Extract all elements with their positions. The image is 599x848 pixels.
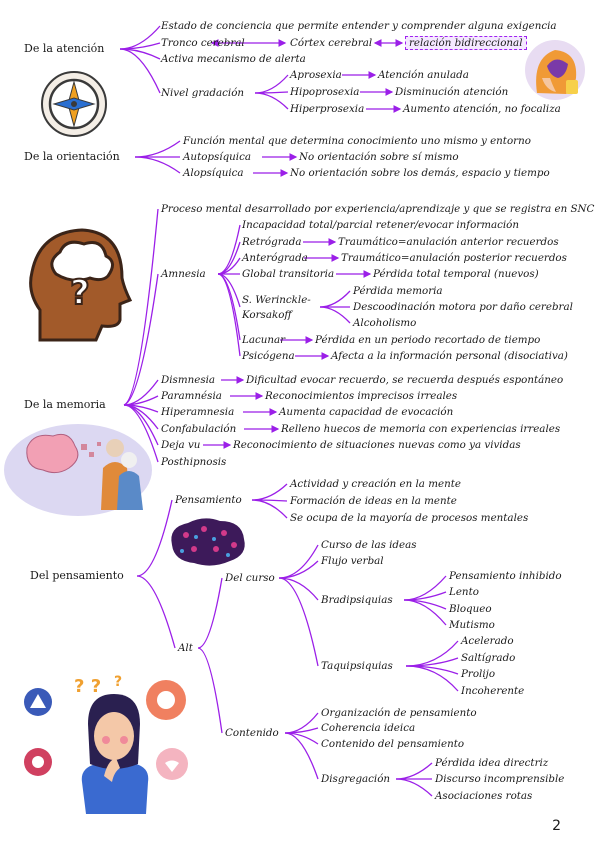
sindrome-wk-1: S. Werinckle- xyxy=(242,294,311,306)
page-number: 2 xyxy=(552,818,561,834)
hipoprosexia-desc: Disminución atención xyxy=(395,86,509,98)
taquipsiquias: Taquipsiquias xyxy=(321,660,393,672)
amnesia: Amnesia xyxy=(161,268,206,280)
memoria-def: Proceso mental desarrollado por experien… xyxy=(161,203,595,215)
hiperprosexia-desc: Aumento atención, no focaliza xyxy=(403,103,561,115)
global-desc: Pérdida total temporal (nuevos) xyxy=(373,268,539,280)
bradi-2: Lento xyxy=(449,586,479,598)
curso-2: Flujo verbal xyxy=(321,555,384,567)
lacunar: Lacunar xyxy=(242,334,286,346)
deja-vu: Deja vu xyxy=(161,439,201,451)
head-puzzle-icon xyxy=(525,40,585,100)
confabulacion: Confabulación xyxy=(161,423,237,435)
cortex-cerebral: Córtex cerebral xyxy=(290,37,373,49)
taqui-2: Saltígrado xyxy=(461,652,516,664)
disgregacion: Disgregación xyxy=(321,773,391,785)
global-transitoria: Global transitoria xyxy=(242,268,335,280)
alt-label: Alt xyxy=(178,642,193,654)
lacunar-desc: Pérdida en un periodo recortado de tiemp… xyxy=(315,334,541,346)
svg-text:?: ? xyxy=(70,273,90,313)
compass-icon xyxy=(41,71,107,137)
wk-a: Pérdida memoria xyxy=(353,285,443,297)
atencion-title: De la atención xyxy=(24,42,105,55)
amnesia-def: Incapacidad total/parcial retener/evocar… xyxy=(242,219,520,231)
bradi-4: Mutismo xyxy=(449,619,495,631)
taqui-4: Incoherente xyxy=(461,685,525,697)
head-question-icon: ? xyxy=(29,228,132,342)
dismnesia: Dismnesia xyxy=(161,374,216,386)
bradi-3: Bloqueo xyxy=(449,603,492,615)
retrograda-desc: Traumático=anulación anterior recuerdos xyxy=(338,236,559,248)
deja-vu-desc: Reconocimiento de situaciones nuevas com… xyxy=(233,439,521,451)
alopsiquica-desc: No orientación sobre los demás, espacio … xyxy=(290,167,550,179)
aprosexia-desc: Atención anulada xyxy=(378,69,469,81)
hiperamnesia-desc: Aumenta capacidad de evocación xyxy=(279,406,454,418)
alopsiquica: Alopsíquica xyxy=(183,167,244,179)
disg-1: Pérdida idea directriz xyxy=(435,757,549,769)
bradipsiquias: Bradipsiquias xyxy=(321,594,393,606)
anterograda: Anterógrada xyxy=(242,252,308,264)
disg-3: Asociaciones rotas xyxy=(435,790,533,802)
autopsiquica-desc: No orientación sobre sí mismo xyxy=(299,151,459,163)
svg-text:?: ? xyxy=(114,674,122,690)
orientacion-title: De la orientación xyxy=(24,150,120,163)
wk-b: Descoodinación motora por daño cerebral xyxy=(353,301,573,313)
relacion-bidireccional: relación bidireccional xyxy=(405,36,527,50)
taqui-3: Prolijo xyxy=(461,668,496,680)
brain-icon xyxy=(171,518,245,566)
anterograda-desc: Traumático=anulación posterior recuerdos xyxy=(341,252,567,264)
contenido-1: Organización de pensamiento xyxy=(321,707,477,719)
memoria-title: De la memoria xyxy=(24,398,106,411)
paramnesia: Paramnésia xyxy=(161,390,222,402)
nivel-gradacion: Nivel gradación xyxy=(161,87,245,99)
wk-c: Alcoholismo xyxy=(353,317,417,329)
hipoprosexia: Hipoprosexia xyxy=(290,86,360,98)
contenido: Contenido xyxy=(225,727,279,739)
activa-alerta: Activa mecanismo de alerta xyxy=(161,53,306,65)
disg-2: Discurso incomprensible xyxy=(435,773,565,785)
retrograda: Retrógrada xyxy=(242,236,302,248)
confabulacion-desc: Relleno huecos de memoria con experienci… xyxy=(281,423,561,435)
curso-1: Curso de las ideas xyxy=(321,539,417,551)
contenido-3: Contenido del pensamiento xyxy=(321,738,465,750)
svg-text:? ?: ? ? xyxy=(74,676,101,697)
contenido-2: Coherencia ideica xyxy=(321,722,416,734)
taqui-1: Acelerado xyxy=(461,635,514,647)
pensamiento-title: Del pensamiento xyxy=(30,569,124,582)
paramnesia-desc: Reconocimientos imprecisos irreales xyxy=(265,390,458,402)
dismnesia-desc: Dificultad evocar recuerdo, se recuerda … xyxy=(246,374,564,386)
hiperamnesia: Hiperamnesia xyxy=(161,406,235,418)
pens-3: Se ocupa de la mayoría de procesos menta… xyxy=(290,512,529,524)
psicogena-desc: Afecta a la información personal (disoci… xyxy=(331,350,568,362)
orientacion-def: Función mental que determina conocimient… xyxy=(183,135,531,147)
aprosexia: Aprosexia xyxy=(290,69,342,81)
autopsiquica: Autopsíquica xyxy=(183,151,251,163)
pens-2: Formación de ideas en la mente xyxy=(290,495,457,507)
tronco-cerebral: Tronco cerebral xyxy=(161,37,245,49)
memory-illustration xyxy=(4,424,152,516)
pensamiento-label: Pensamiento xyxy=(175,494,242,506)
del-curso: Del curso xyxy=(225,572,275,584)
posthipnosis: Posthipnosis xyxy=(161,456,227,468)
bradi-1: Pensamiento inhibido xyxy=(449,570,562,582)
hiperprosexia: Hiperprosexia xyxy=(290,103,365,115)
thinking-woman-illustration: ? ? ? xyxy=(24,674,188,814)
sindrome-wk-2: Korsakoff xyxy=(242,309,292,321)
atencion-def: Estado de conciencia que permite entende… xyxy=(161,20,557,32)
pens-1: Actividad y creación en la mente xyxy=(290,478,461,490)
psicogena: Psicógena xyxy=(242,350,295,362)
